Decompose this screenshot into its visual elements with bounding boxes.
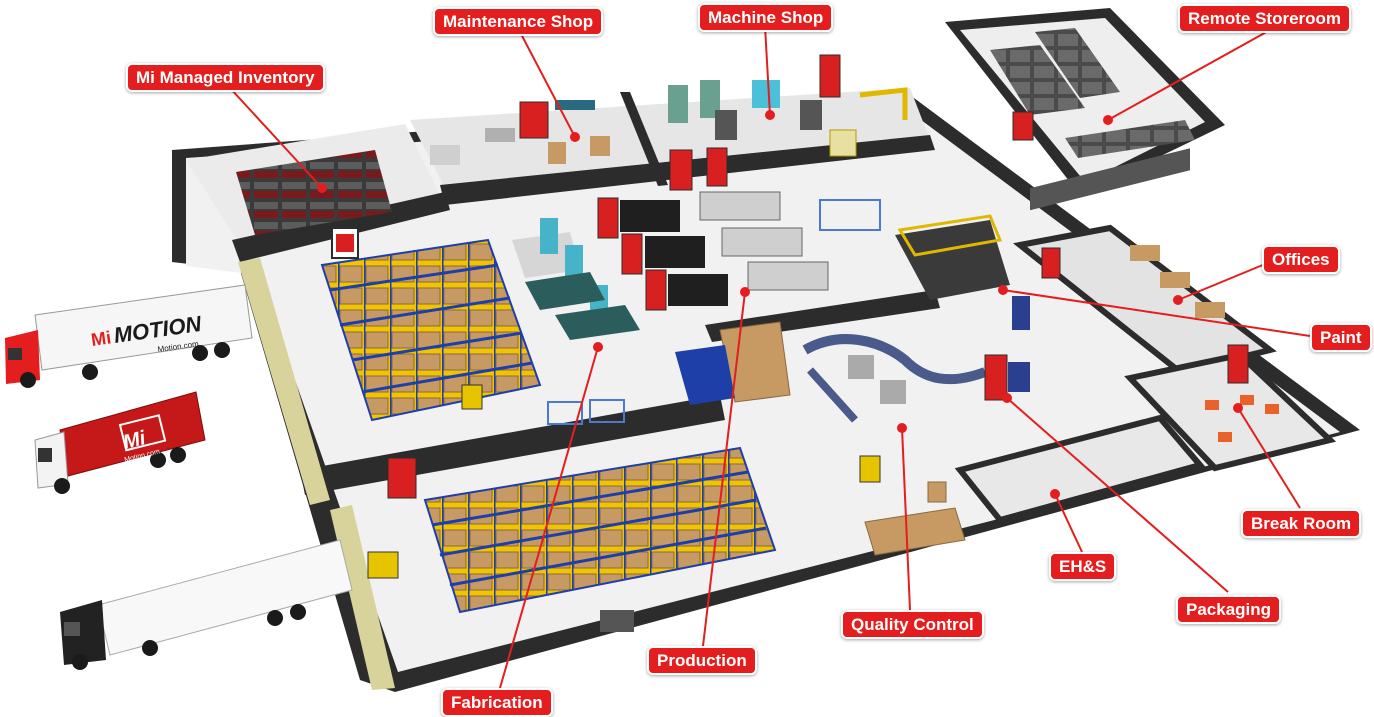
leader-paint [1002,289,1311,337]
leader-production [702,291,746,647]
remote-storeroom-building [945,8,1225,195]
leader-break [1237,407,1301,509]
dot-break [1233,403,1243,413]
dot-ehs [1050,489,1060,499]
label-packaging: Packaging [1176,595,1282,624]
label-remote-storeroom: Remote Storeroom [1178,4,1352,33]
leader-packaging [1006,397,1229,593]
dock-strip-lower [330,505,395,690]
dot-production [740,287,750,297]
break-room-area [1124,351,1337,472]
dot-paint [998,285,1008,295]
label-production: Production [647,646,757,675]
dock-strip-upper [238,258,330,505]
dot-remote [1103,115,1113,125]
production-machines [597,191,881,311]
shop-divider-wall [620,92,668,186]
dot-maintenance [570,132,580,142]
leader-offices [1177,261,1271,301]
truck-white [60,539,353,670]
lower-pallet-racks [367,446,966,632]
upper-pallet-racks [320,227,542,422]
machine-shop-equipment [668,54,908,191]
leader-machine [764,25,771,116]
mi-inventory-shelves [236,150,392,235]
leader-ehs [1054,493,1083,553]
leader-fabrication [499,346,599,689]
ehs-room [954,414,1206,524]
dot-offices [1173,295,1183,305]
leader-qc [901,427,911,611]
callout-leaders [229,25,1311,689]
dot-fabrication [593,342,603,352]
truck-red: Mi Motion.com [34,391,206,494]
label-maintenance-shop: Maintenance Shop [433,7,604,36]
label-offices: Offices [1262,245,1340,274]
paint-booth [895,214,1061,330]
truck1-logo: Mi [90,327,113,350]
fabrication-equipment [512,218,640,425]
dot-inventory [317,183,327,193]
dot-machine [765,110,775,120]
leader-maintenance [519,31,576,138]
label-fabrication: Fabrication [441,688,553,717]
label-quality-control: Quality Control [841,610,984,639]
label-machine-shop: Machine Shop [698,3,834,32]
packaging-line [675,321,1030,483]
label-break-room: Break Room [1241,509,1362,538]
label-mi-managed-inventory: Mi Managed Inventory [126,63,325,92]
leader-inventory [229,87,323,189]
maintenance-shop-equipment [430,100,610,165]
leader-remote [1107,29,1271,121]
dot-packaging [1002,393,1012,403]
label-ehs: EH&S [1049,552,1117,581]
offices-room [1012,224,1277,376]
label-paint: Paint [1310,323,1372,352]
dot-qc [897,423,907,433]
truck-motion: Mi MOTION Motion.com [5,284,253,388]
offices-break-contents [1030,148,1279,442]
